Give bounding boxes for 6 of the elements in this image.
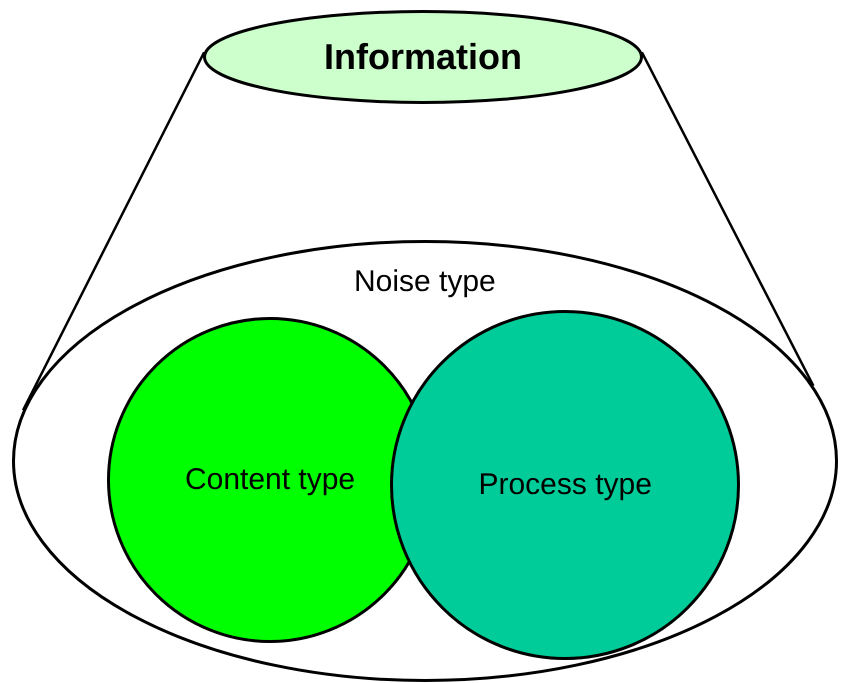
cone-side-line <box>22 52 206 411</box>
region-label: Process type <box>478 468 652 502</box>
cone-side-line <box>640 52 814 386</box>
region-label: Content type <box>185 463 356 497</box>
region-label: Noise type <box>354 264 496 299</box>
title-label: Information <box>324 36 522 78</box>
